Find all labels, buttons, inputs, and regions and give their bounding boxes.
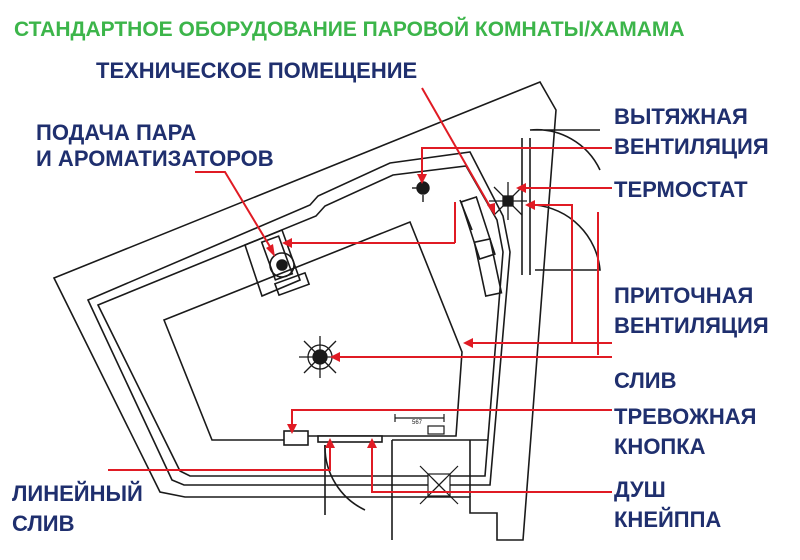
steam-generator [260, 235, 311, 297]
pointer-steam [195, 171, 273, 251]
thermostat-icon [489, 182, 527, 220]
label-alarm-line1: ТРЕВОЖНАЯ [614, 404, 756, 429]
label-steam-line2: И АРОМАТИЗАТОРОВ [36, 146, 274, 171]
shower-fixture [394, 414, 445, 435]
pointer-exhaust [421, 147, 612, 178]
right-door-top [529, 128, 601, 171]
bench-outline [162, 220, 463, 441]
shower-icon [419, 465, 459, 505]
diagram-title: СТАНДАРТНОЕ ОБОРУДОВАНИЕ ПАРОВОЙ КОМНАТЫ… [14, 17, 685, 41]
label-thermostat: ТЕРМОСТАТ [614, 177, 748, 202]
label-linear-drain-line2: СЛИВ [12, 511, 74, 536]
linear-drain [317, 435, 383, 443]
label-steam-line1: ПОДАЧА ПАРА [36, 120, 196, 145]
label-exhaust-line2: ВЕНТИЛЯЦИЯ [614, 134, 769, 159]
label-drain: СЛИВ [614, 368, 676, 393]
label-shower-line2: КНЕЙППА [614, 507, 721, 532]
outer-wall [52, 80, 557, 541]
pointer-arrowheads [266, 174, 535, 448]
dimension-label: 567 [412, 420, 423, 426]
steam-niche [244, 228, 302, 298]
exhaust-vent-icon [412, 181, 430, 202]
label-exhaust-line1: ВЫТЯЖНАЯ [614, 104, 748, 129]
right-door-bottom [534, 204, 601, 271]
inner-wall [86, 151, 511, 486]
label-supply-line1: ПРИТОЧНАЯ [614, 283, 753, 308]
floor-plan [52, 80, 601, 541]
pointer-shower [371, 443, 612, 493]
pointer-alarm [291, 409, 612, 428]
label-linear-drain-line1: ЛИНЕЙНЫЙ [12, 481, 143, 506]
label-tech-room: ТЕХНИЧЕСКОЕ ПОМЕЩЕНИЕ [96, 58, 417, 83]
tile-line [96, 165, 504, 477]
label-alarm-line2: КНОПКА [614, 434, 706, 459]
pointer-lines [108, 87, 612, 493]
pointer-linear-drain [108, 443, 331, 471]
label-supply-line2: ВЕНТИЛЯЦИЯ [614, 313, 769, 338]
label-shower-line1: ДУШ [614, 477, 666, 502]
tech-cabinet-icon [459, 195, 503, 298]
